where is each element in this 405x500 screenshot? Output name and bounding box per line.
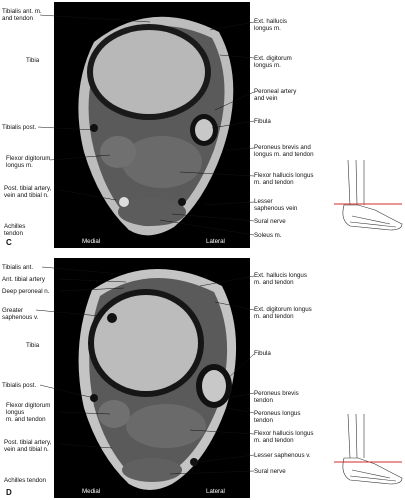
- label-sural-nerve: Sural nerve: [254, 218, 286, 225]
- label-post-tibial-artery: Post. tibial artery, vein and tibial n.: [4, 439, 52, 454]
- label-tibialis-post: Tibialis post.: [2, 382, 37, 389]
- ankle-diagram-c: [334, 160, 403, 231]
- label-lesser-saphenous: Lesser saphenous vein: [254, 198, 298, 213]
- lateral-label: Lateral: [206, 238, 225, 245]
- medial-label: Medial: [82, 488, 101, 495]
- label-fibula: Fibula: [254, 350, 271, 357]
- label-ext-digitorum: Ext. digitorum longus m. and tendon: [254, 306, 312, 321]
- mri-scan-c: Medial Lateral: [54, 2, 250, 248]
- label-flexor-digitorum: Flexor digitorum longus m.: [6, 155, 51, 170]
- label-peroneus-longus: Peroneus longus tendon: [254, 410, 301, 425]
- label-ext-hallucis: Ext. hallucis longus m. and tendon: [254, 272, 307, 287]
- mri-scan-d: Medial Lateral: [54, 258, 250, 498]
- label-ext-hallucis: Ext. hallucis longus m.: [254, 18, 288, 33]
- label-achilles-tendon: Achilles tendon: [4, 477, 46, 484]
- label-peroneal-artery: Peroneal artery and vein: [254, 88, 297, 103]
- label-soleus: Soleus m.: [254, 232, 282, 239]
- label-peroneus-brevis: Peroneus brevis tendon: [254, 390, 299, 405]
- label-fibula: Fibula: [254, 118, 271, 125]
- label-ext-digitorum: Ext. digitorum longus m.: [254, 55, 292, 70]
- medial-label: Medial: [82, 238, 101, 245]
- label-post-tibial-artery: Post. tibial artery, vein and tibial n.: [4, 185, 52, 200]
- label-achilles-tendon: Achilles tendon: [4, 223, 26, 238]
- label-tibialis-ant: Tibialis ant. m. and tendon: [2, 8, 42, 23]
- label-flexor-digitorum: Flexor digitorum longus m. and tendon: [6, 402, 51, 424]
- label-ant-tibial-artery: Ant. tibial artery: [2, 276, 45, 283]
- label-greater-saphenous: Greater saphenous v.: [2, 307, 39, 322]
- lateral-label: Lateral: [206, 488, 225, 495]
- label-lesser-saphenous: Lesser saphenous v.: [254, 452, 311, 459]
- panel-d: Medial Lateral D Tibialis ant. Ant. tibi…: [0, 252, 405, 500]
- label-peroneus-brevis: Peroneus brevis and longus m. and tendon: [254, 144, 314, 159]
- ankle-diagram-d: [334, 414, 403, 485]
- panel-letter: C: [6, 238, 12, 247]
- panel-c: Medial Lateral C Tibialis ant. m. and te…: [2, 2, 403, 248]
- label-tibia: Tibia: [26, 57, 40, 64]
- label-tibia: Tibia: [26, 342, 40, 349]
- label-flexor-hallucis: Flexor hallucis longus m. and tendon: [254, 430, 314, 445]
- label-tibialis-ant: Tibialis ant.: [2, 264, 34, 271]
- panel-letter: D: [6, 488, 12, 497]
- label-tibialis-post: Tibialis post.: [2, 124, 37, 131]
- label-sural-nerve: Sural nerve: [254, 468, 286, 475]
- label-flexor-hallucis: Flexor hallucis longus m. and tendon: [254, 172, 314, 187]
- label-deep-peroneal: Deep peroneal n.: [2, 288, 50, 295]
